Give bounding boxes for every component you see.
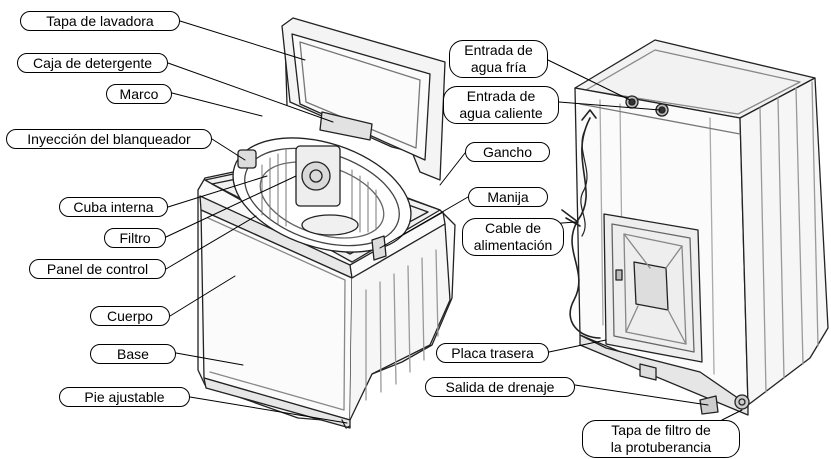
front-machine-drawing: [197, 17, 456, 429]
leader-lines: [165, 20, 743, 424]
leader-entrada-fria: [547, 59, 631, 101]
base-strip: [203, 377, 351, 429]
label-manija: Manija: [468, 187, 548, 207]
label-salida-drenaje: Salida de drenaje: [425, 377, 575, 397]
label-marco: Marco: [106, 84, 172, 104]
leader-tapa-lavadora: [179, 20, 306, 61]
label-cuerpo: Cuerpo: [90, 306, 170, 326]
leader-entrada-caliente: [558, 101, 661, 111]
label-placa-trasera: Placa trasera: [436, 343, 549, 363]
label-tapa-lavadora: Tapa de lavadora: [20, 11, 180, 31]
leader-marco: [171, 92, 263, 117]
leader-cuba-interna: [167, 175, 268, 208]
rear-machine-drawing: [561, 39, 829, 416]
label-cuba-interna: Cuba interna: [59, 197, 168, 217]
leader-filtro: [165, 175, 297, 238]
protuberance-filter-cap: [734, 394, 750, 410]
label-gancho: Gancho: [465, 142, 550, 162]
leader-base: [175, 352, 244, 366]
side-face: [349, 223, 451, 421]
leader-manija: [379, 196, 469, 249]
detergent-box: [319, 111, 373, 141]
leader-panel-control: [165, 215, 257, 270]
leader-inyeccion: [211, 138, 246, 161]
label-inyeccion-blanqueador: Inyección del blanqueador: [6, 129, 212, 149]
rear-side-face: [739, 77, 829, 406]
label-caja-detergente: Caja de detergente: [17, 53, 168, 73]
drain-outlet: [699, 395, 719, 415]
label-base: Base: [90, 344, 176, 364]
leader-salida-drenaje: [574, 384, 709, 406]
label-panel-control: Panel de control: [29, 259, 166, 279]
leader-tapa-filtro: [721, 409, 743, 421]
hook: [581, 109, 597, 121]
leader-caja-detergente: [167, 62, 334, 123]
power-cable: [569, 117, 601, 339]
label-pie-ajustable: Pie ajustable: [59, 387, 190, 407]
leader-placa-trasera: [548, 339, 607, 353]
label-filtro: Filtro: [104, 228, 166, 248]
leader-cuerpo: [169, 275, 236, 317]
leader-gancho: [439, 152, 466, 186]
leader-pie-ajustable: [189, 396, 348, 424]
